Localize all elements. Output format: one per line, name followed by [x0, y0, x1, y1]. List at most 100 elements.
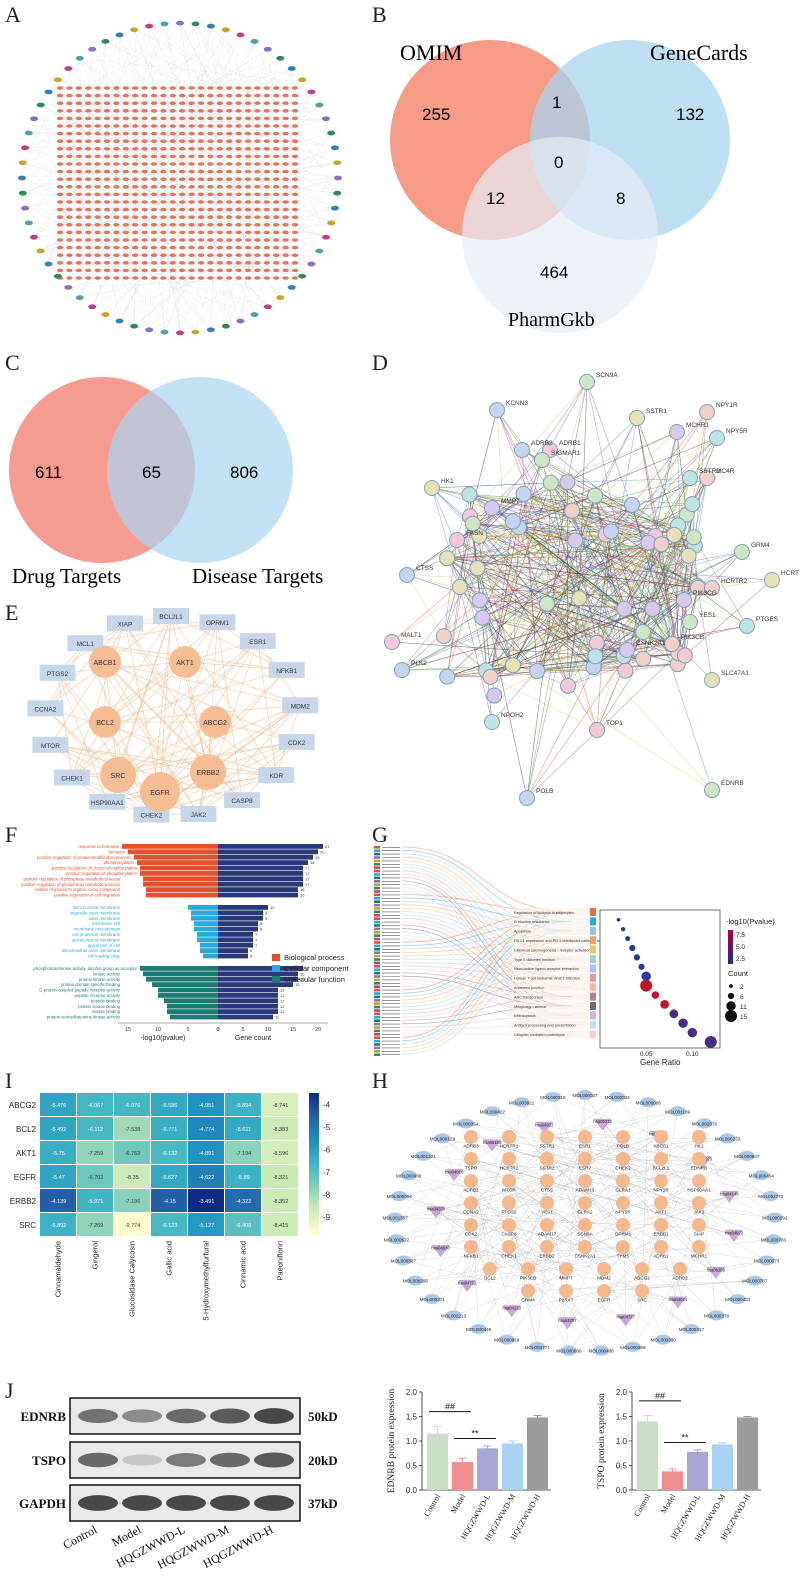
target-label: OPRM1 [615, 1232, 632, 1237]
ppi-edge [459, 586, 685, 601]
venn-disease-label: Disease Targets [192, 564, 323, 588]
sig-label: ** [471, 1429, 479, 1439]
molecule-node [593, 1345, 610, 1356]
heatmap-cell [188, 1213, 224, 1236]
go-count-bar [218, 876, 303, 882]
ppi-node-label: ADRB2 [531, 440, 553, 447]
target-node [207, 238, 214, 242]
go-pvalue-bar [170, 1014, 218, 1020]
gene-swatch [374, 863, 380, 866]
pathway-node [431, 1245, 450, 1258]
ppi-edge [472, 523, 514, 666]
target-node [291, 109, 299, 113]
target-node [291, 223, 299, 227]
network-edge [100, 208, 335, 278]
pathway-swatch [590, 992, 596, 1001]
network-edge [151, 79, 303, 238]
ppi-node [471, 592, 488, 609]
ppi-edge [654, 437, 718, 537]
network-edge [61, 151, 312, 265]
network-edge [68, 262, 197, 288]
network-edge [156, 181, 181, 333]
cpt-edge [470, 1180, 602, 1351]
network-edge [48, 243, 136, 265]
network-edge [156, 101, 281, 298]
target-node [122, 192, 129, 197]
core-edge [57, 672, 152, 815]
target-node [635, 1262, 649, 1276]
target-node [132, 124, 139, 128]
heatmap-cell [151, 1093, 187, 1116]
go-count-bar [218, 887, 298, 892]
target-node [113, 169, 120, 174]
target-node [169, 169, 176, 174]
target-node [235, 253, 242, 257]
target-node [235, 245, 242, 250]
ppi-edge [479, 495, 596, 537]
go-term-label: cell leading edge [88, 954, 121, 959]
compound-node [327, 130, 336, 136]
ppi-edge [521, 449, 695, 546]
go-left-tick: 15 [125, 1027, 131, 1033]
cpt-edge [470, 1246, 633, 1348]
target-node [226, 261, 233, 265]
molecule-label: MOL000036 [556, 1349, 582, 1354]
go-count-bar [218, 854, 313, 860]
target-node [122, 276, 129, 280]
network-edge [78, 256, 268, 307]
cpt-edge [435, 1211, 529, 1270]
network-edge [68, 278, 262, 288]
target-node [103, 169, 111, 174]
cpt-edge [584, 1158, 703, 1162]
target-node [66, 207, 73, 212]
gene-swatch [374, 856, 380, 859]
target-node [85, 200, 92, 204]
heatmap-cell [114, 1117, 150, 1140]
gene-swatch [374, 1016, 380, 1019]
target-node [263, 124, 270, 128]
cpt-edge [567, 1180, 624, 1323]
ppi-node-label: NPY5R [726, 428, 748, 435]
go-count-label: 9 [265, 910, 268, 915]
target-node [66, 177, 73, 181]
network-edge [280, 58, 292, 82]
compound-node [321, 116, 330, 122]
target-node [226, 131, 233, 136]
ppi-node [534, 452, 550, 468]
ppi-node-label: MCHR1 [686, 422, 709, 429]
core-edge [198, 741, 297, 815]
ppi-node [474, 609, 491, 626]
go-xlabel-left: -log10(pvalue) [141, 1035, 186, 1042]
target-node [94, 268, 101, 273]
target-node [103, 116, 111, 121]
target-node [75, 124, 83, 128]
ppi-edge [512, 503, 693, 522]
ppi-edge [546, 603, 671, 645]
network-edge [210, 182, 291, 330]
target-node [94, 109, 101, 113]
gene-swatch [374, 948, 380, 951]
target-node [179, 245, 186, 250]
target-node [197, 185, 205, 189]
network-edge [280, 162, 338, 272]
go-legend-swatch [272, 965, 280, 972]
cpt-edge [453, 1174, 510, 1248]
molecule-label: MOL002773 [758, 1194, 784, 1199]
kegg-bubble [641, 971, 651, 981]
outer-target-node [39, 664, 76, 681]
target-node [150, 109, 158, 113]
gene-swatch [374, 968, 380, 971]
outer-target-label: BCL2L1 [159, 614, 183, 621]
molecule-label: MOL000233 [715, 1136, 741, 1141]
kegg-bubble [651, 991, 660, 999]
network-edge [239, 207, 320, 252]
target-node [235, 268, 242, 273]
network-edge [105, 41, 236, 113]
target-node [254, 261, 261, 265]
target-node [254, 238, 261, 242]
go-pvalue-bar [122, 844, 218, 849]
heatmap-cell [77, 1141, 113, 1164]
go-count-label: 16 [300, 893, 305, 898]
ppi-edge [654, 535, 679, 654]
